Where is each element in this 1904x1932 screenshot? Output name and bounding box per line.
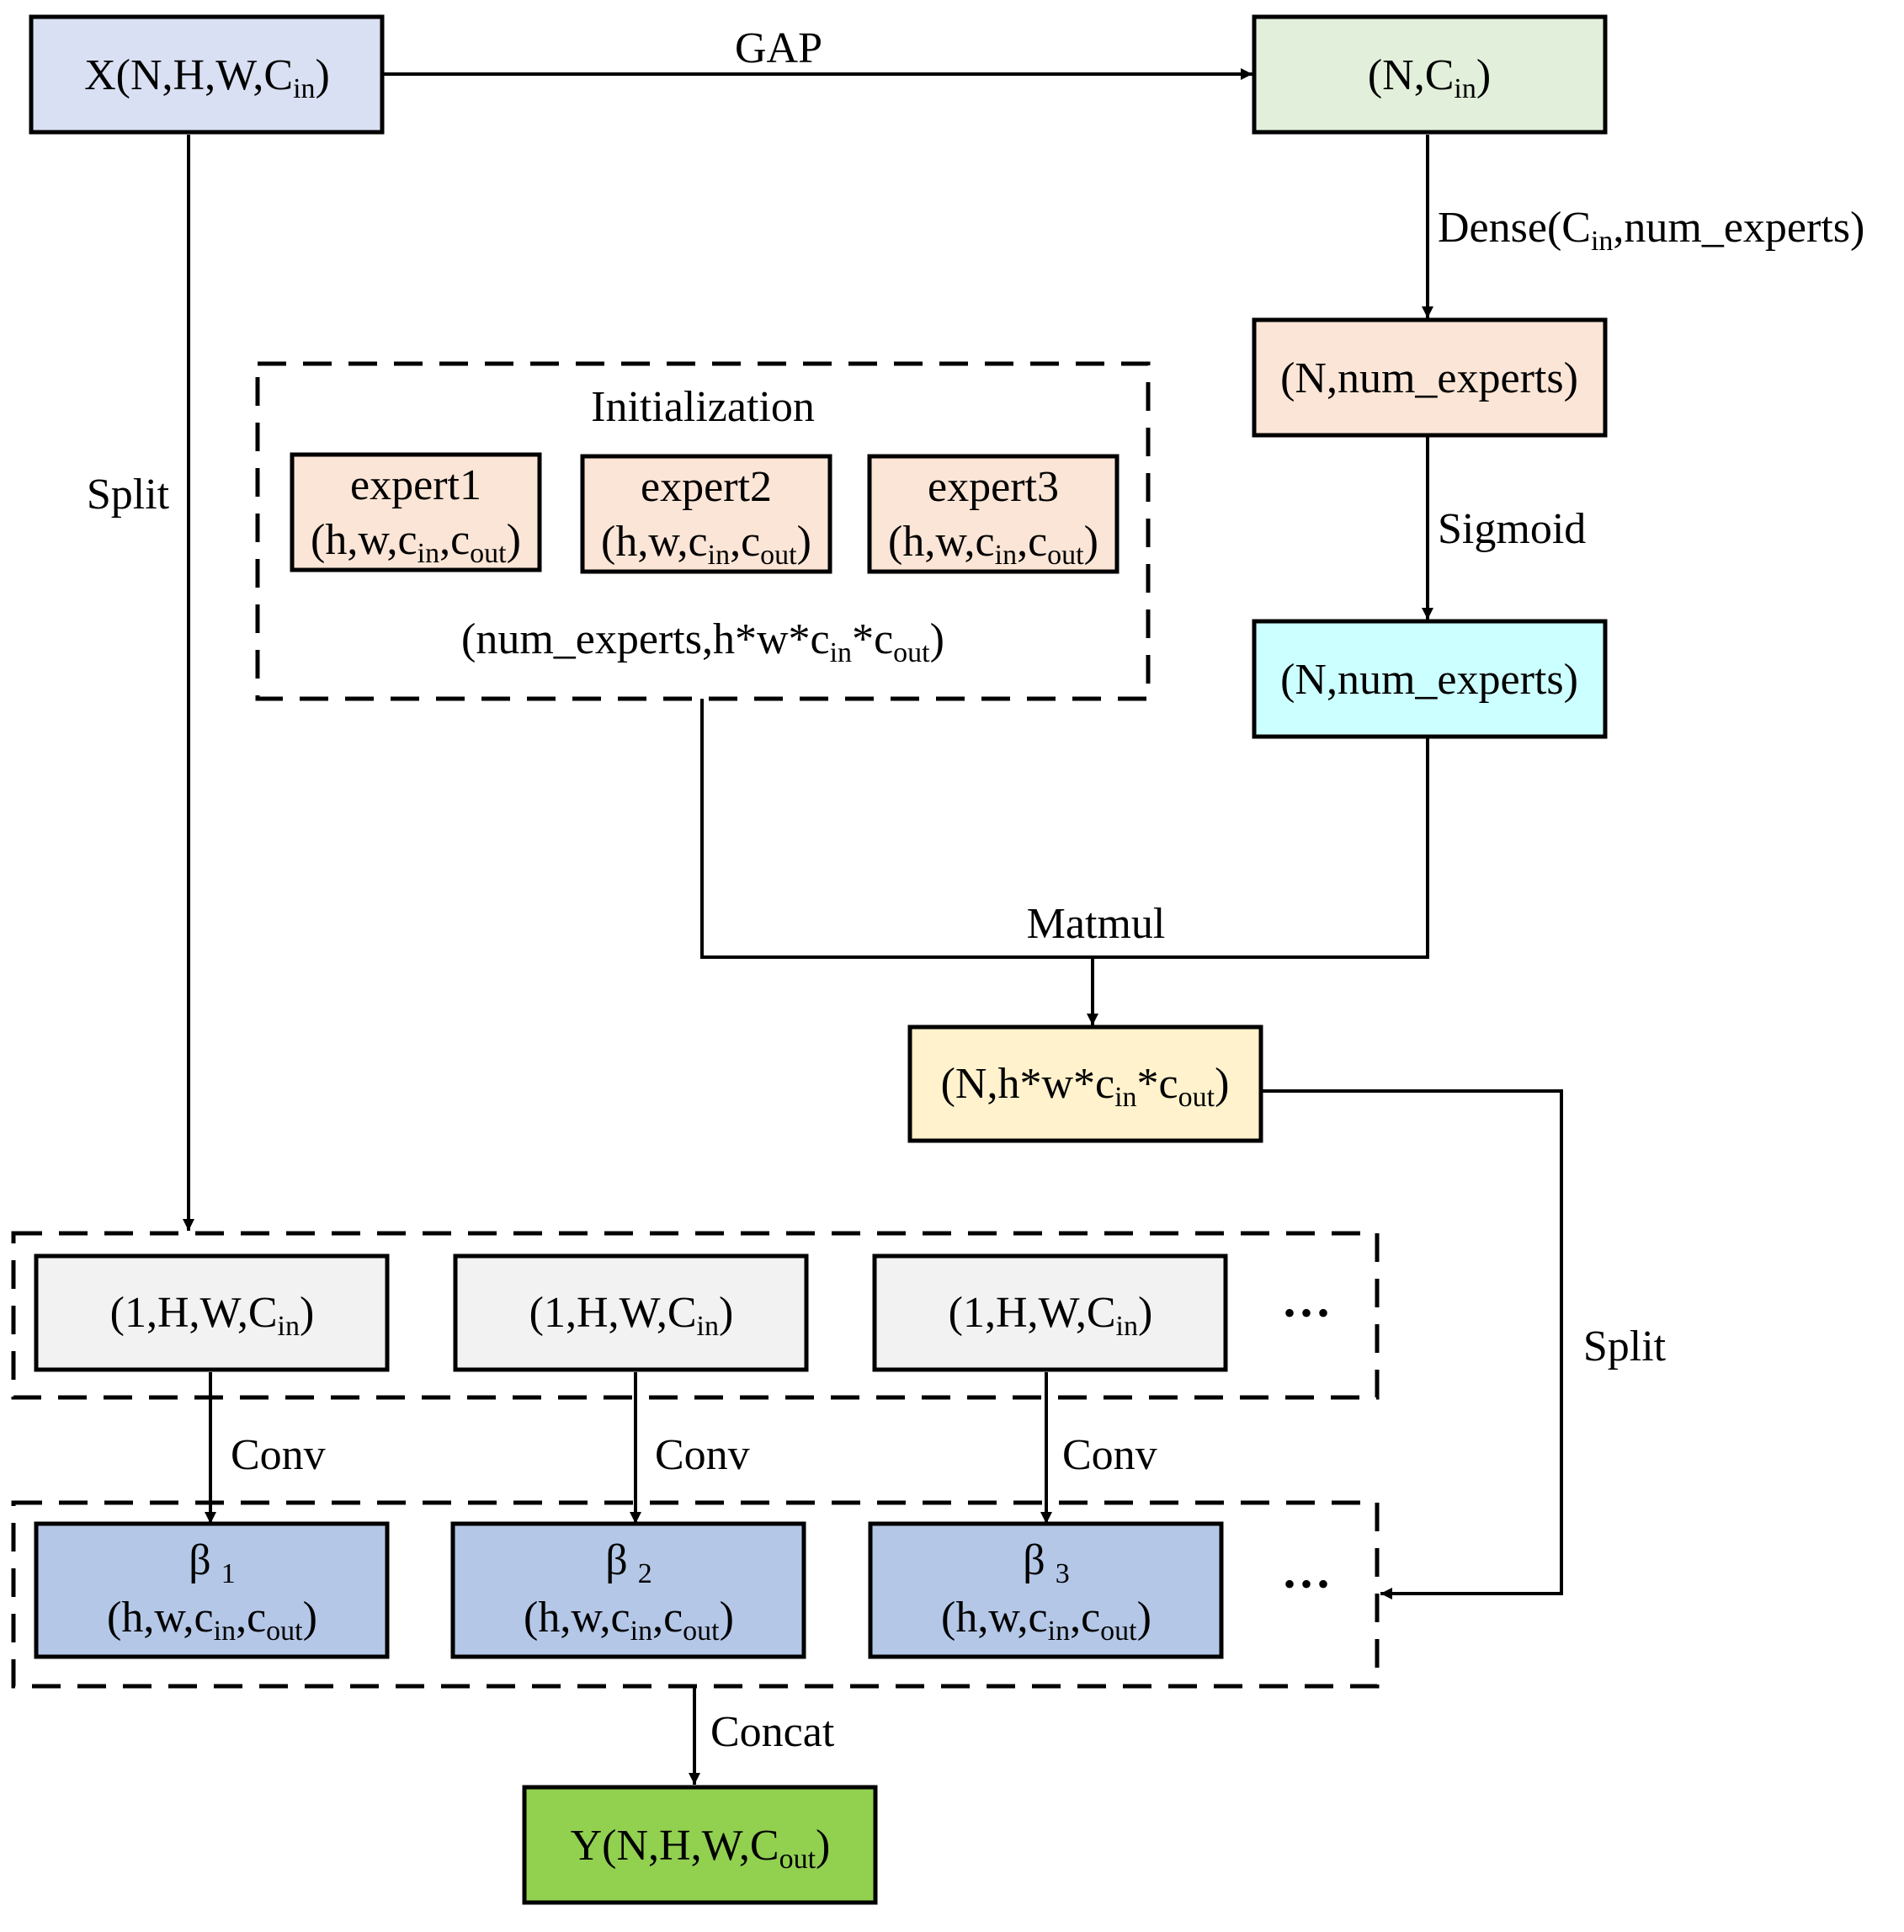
x-input-box xyxy=(29,14,385,135)
split-part-label-3: (1,H,W,Cin) xyxy=(949,1289,1153,1342)
expert-box-3 xyxy=(867,454,1120,574)
init-group xyxy=(255,361,1151,701)
expert-node-1: expert1 (h,w,cin,cout) xyxy=(290,452,542,572)
conv-label-3: Conv xyxy=(1062,1431,1157,1479)
dense-output-box xyxy=(1252,317,1608,438)
expert-shape-1: (h,w,cin,cout) xyxy=(311,516,521,569)
split-parts-group xyxy=(11,1231,1380,1400)
ellipsis-bottom: ••• xyxy=(1284,1565,1334,1603)
expert-shape-3: (h,w,cin,cout) xyxy=(888,518,1098,571)
expert-shape-2: (h,w,cin,cout) xyxy=(601,518,811,571)
beta-shape-3: (h,w,cin,cout) xyxy=(941,1594,1151,1647)
edges xyxy=(183,68,1563,1785)
split-part-box-1 xyxy=(34,1253,390,1372)
split-part-node-2: (1,H,W,Cin) xyxy=(453,1253,809,1372)
beta-box-3 xyxy=(868,1521,1224,1659)
beta-box-1 xyxy=(34,1521,390,1659)
conv-label-2: Conv xyxy=(655,1431,750,1479)
split-left-label: Split xyxy=(87,471,170,519)
init-shape-label: (num_experts,h*w*cin*cout) xyxy=(461,615,944,668)
output-box xyxy=(522,1785,878,1905)
split-part-label-1: (1,H,W,Cin) xyxy=(110,1289,315,1342)
split-right-label: Split xyxy=(1583,1323,1667,1370)
sigmoid-label: Sigmoid xyxy=(1438,505,1586,553)
matmul-output-label: (N,h*w*cin*cout) xyxy=(941,1060,1230,1113)
gap-output-label: (N,Cin) xyxy=(1368,51,1491,104)
matmul-output-node: (N,h*w*cin*cout) xyxy=(907,1025,1263,1143)
split-part-label-2: (1,H,W,Cin) xyxy=(529,1289,734,1342)
conv-label-1: Conv xyxy=(231,1431,326,1479)
expert-node-3: expert3 (h,w,cin,cout) xyxy=(867,454,1120,574)
split-right-arrow xyxy=(1262,1089,1563,1599)
x-input-label: X(N,H,W,Cin) xyxy=(84,51,330,104)
dense-output-label: (N,num_experts) xyxy=(1280,354,1578,402)
matmul-left-line xyxy=(700,699,1429,959)
concat-label: Concat xyxy=(710,1708,835,1756)
gap-label: GAP xyxy=(735,24,822,72)
sigmoid-output-label: (N,num_experts) xyxy=(1280,656,1578,704)
gap-output-box xyxy=(1252,14,1608,135)
split-part-box-3 xyxy=(872,1253,1228,1372)
x-input-node: X(N,H,W,Cin) xyxy=(29,14,385,135)
split-part-box-2 xyxy=(453,1253,809,1372)
expert-name-1: expert1 xyxy=(350,461,481,509)
beta-box-2 xyxy=(450,1521,806,1659)
beta-shape-2: (h,w,cin,cout) xyxy=(524,1594,734,1647)
split-part-node-1: (1,H,W,Cin) xyxy=(34,1253,390,1372)
ellipsis-top: ••• xyxy=(1284,1294,1334,1332)
sigmoid-output-node: (N,num_experts) xyxy=(1252,619,1608,739)
sigmoid-output-box xyxy=(1252,619,1608,739)
expert-node-2: expert2 (h,w,cin,cout) xyxy=(580,454,832,574)
dense-output-node: (N,num_experts) xyxy=(1252,317,1608,438)
expert-name-3: expert3 xyxy=(928,463,1059,511)
expert-box-2 xyxy=(580,454,832,574)
beta-shape-1: (h,w,cin,cout) xyxy=(107,1594,317,1647)
matmul-label: Matmul xyxy=(1027,900,1166,948)
init-title: Initialization xyxy=(591,383,815,431)
expert-box-1 xyxy=(290,452,542,572)
matmul-output-box xyxy=(907,1025,1263,1143)
expert-name-2: expert2 xyxy=(641,463,772,511)
output-label: Y(N,H,W,Cout) xyxy=(571,1822,831,1875)
gap-output-node: (N,Cin) xyxy=(1252,14,1608,135)
dense-label: Dense(Cin,num_experts) xyxy=(1438,204,1864,257)
output-node: Y(N,H,W,Cout) xyxy=(522,1785,878,1905)
split-part-node-3: (1,H,W,Cin) xyxy=(872,1253,1228,1372)
